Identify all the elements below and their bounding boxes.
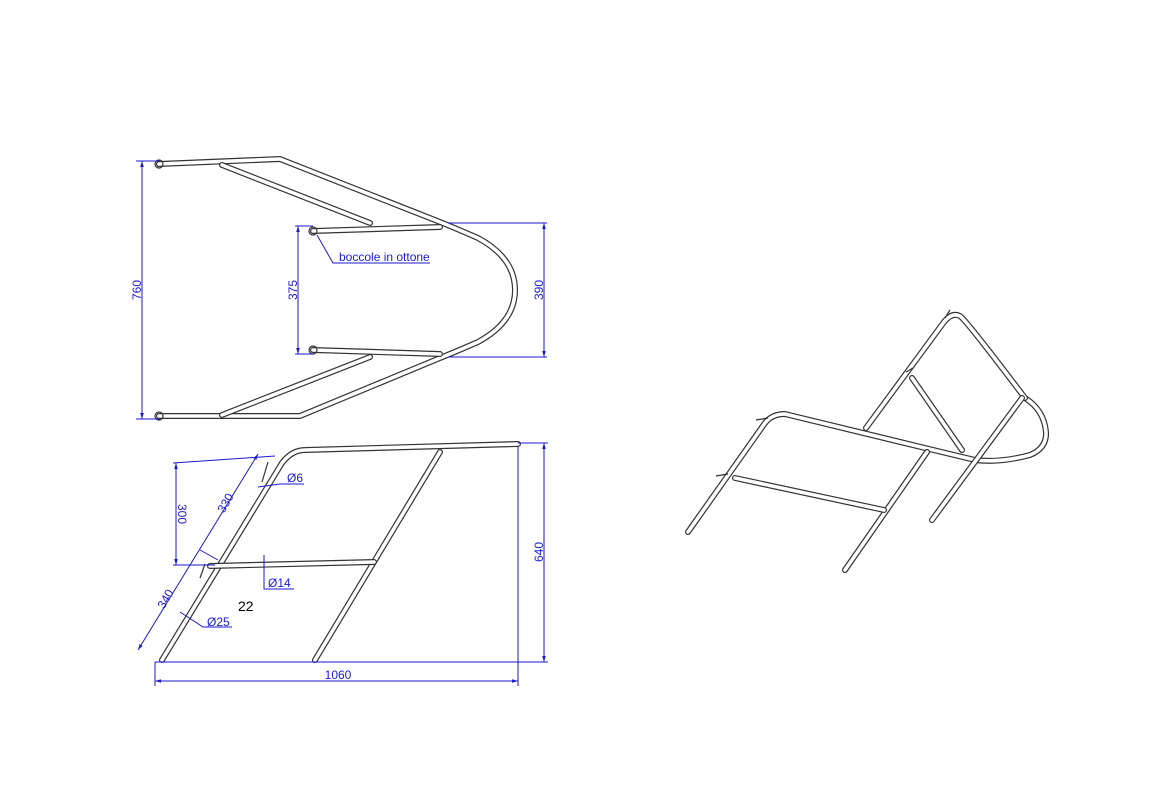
dim-300-label: 300 <box>175 504 189 524</box>
dim-1060-label: 1060 <box>325 668 352 682</box>
overwritten-value: 22 <box>238 598 254 614</box>
bushing-note: boccole in ottone <box>316 234 430 264</box>
dim-375-label: 375 <box>286 280 300 300</box>
bushing-icon <box>154 159 164 169</box>
dim-d14-label: Ø14 <box>268 576 291 590</box>
dim-640-label: 640 <box>532 542 546 562</box>
diameter-callouts: Ø6 Ø14 Ø25 22 <box>179 471 304 629</box>
dimension-390: 390 <box>448 222 547 358</box>
dimension-1060: 1060 <box>154 446 548 686</box>
side-view: 1060 640 300 330 340 Ø6 Ø14 Ø25 22 <box>137 441 548 686</box>
dim-340-label: 340 <box>154 587 176 612</box>
side-view-tubes <box>159 441 521 663</box>
dim-d25-label: Ø25 <box>207 615 230 629</box>
bushing-icon <box>154 411 164 421</box>
dimension-375: 375 <box>286 225 313 355</box>
top-view-tubes <box>154 156 518 421</box>
dim-760-label: 760 <box>130 280 144 300</box>
dimension-640: 640 <box>518 442 548 662</box>
isometric-view <box>685 309 1050 573</box>
dim-d6-label: Ø6 <box>287 471 303 485</box>
top-view: 760 375 390 boccole in ottone <box>130 156 547 421</box>
dimension-330-340: 330 340 <box>137 453 259 651</box>
bushing-icon <box>308 226 318 236</box>
dim-390-label: 390 <box>532 280 546 300</box>
dimension-760: 760 <box>130 160 160 420</box>
bushing-note-label: boccole in ottone <box>339 250 430 264</box>
